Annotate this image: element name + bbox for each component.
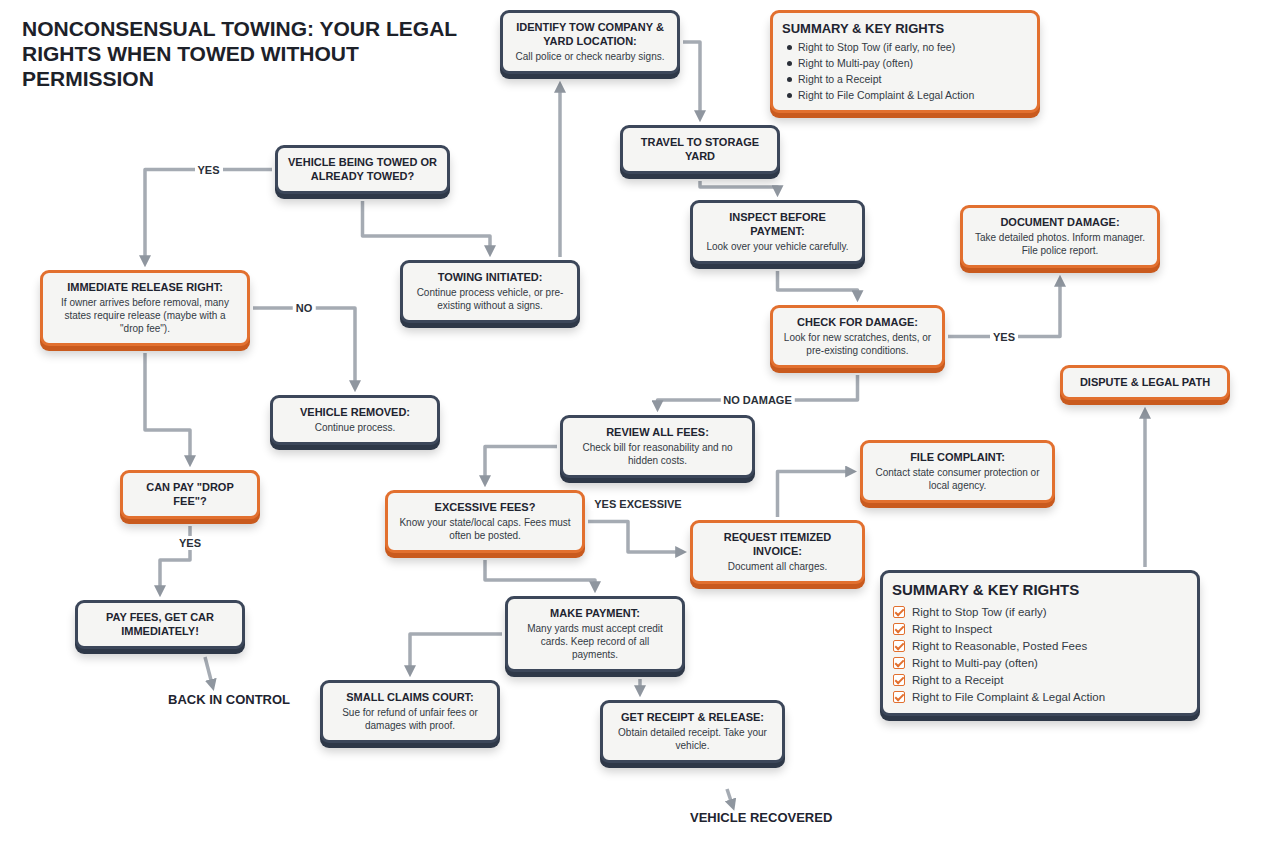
- box-body: Sue for refund of unfair fees or damages…: [332, 706, 488, 732]
- box-body: Contact state consumer protection or loc…: [872, 466, 1043, 492]
- box-body: If owner arrives before removal, many st…: [52, 296, 238, 335]
- highlight-step-box: CHECK FOR DAMAGE: Look for new scratches,…: [770, 305, 945, 368]
- box-body: Take detailed photos. Inform manager. Fi…: [972, 231, 1148, 257]
- step-box: PAY FEES, GET CAR IMMEDIATELY!: [75, 600, 245, 649]
- terminal-arrow: [727, 789, 732, 804]
- edge-label: NO: [293, 301, 316, 315]
- box-heading: DISPUTE & LEGAL PATH: [1072, 375, 1218, 389]
- box-heading: TRAVEL TO STORAGE YARD: [632, 135, 768, 163]
- flow-connector: [558, 88, 562, 257]
- flow-connector: [683, 42, 700, 115]
- edge-label: YES: [194, 163, 222, 177]
- box-heading: SUMMARY & KEY RIGHTS: [892, 580, 1188, 599]
- box-heading: VEHICLE REMOVED:: [282, 405, 428, 419]
- box-heading: REQUEST ITEMIZED INVOICE:: [702, 530, 853, 558]
- step-box: REVIEW ALL FEES: Check bill for reasonabi…: [560, 415, 755, 478]
- box-body: Know your state/local caps. Fees must of…: [397, 516, 573, 542]
- highlight-step-box: REQUEST ITEMIZED INVOICE: Document all ch…: [690, 520, 865, 584]
- flow-connector: [485, 560, 595, 586]
- flow-connector: [1143, 414, 1147, 567]
- step-box: GET RECEIPT & RELEASE: Obtain detailed re…: [600, 700, 785, 763]
- rights-item: Right to Reasonable, Posted Fees: [892, 638, 1188, 654]
- highlight-step-box: IMMEDIATE RELEASE RIGHT: If owner arrives…: [40, 270, 250, 346]
- highlight-step-box: EXCESSIVE FEES? Know your state/local cap…: [385, 490, 585, 553]
- rights-item: Right to Multi-pay (often): [892, 655, 1188, 671]
- edge-label: YES: [990, 330, 1018, 344]
- box-heading: INSPECT BEFORE PAYMENT:: [702, 210, 853, 238]
- flow-connector: [253, 308, 355, 385]
- box-heading: VEHICLE BEING TOWED OR ALREADY TOWED?: [287, 155, 438, 183]
- box-body: Continue process.: [282, 421, 428, 434]
- step-box: VEHICLE REMOVED: Continue process.: [270, 395, 440, 445]
- box-body: Many yards must accept credit cards. Kee…: [517, 622, 673, 661]
- terminal-arrow: [205, 657, 212, 684]
- box-heading: IMMEDIATE RELEASE RIGHT:: [52, 280, 238, 294]
- flow-connector: [363, 201, 491, 250]
- box-heading: SUMMARY & KEY RIGHTS: [782, 20, 1028, 37]
- flow-connector: [485, 447, 557, 481]
- box-heading: DOCUMENT DAMAGE:: [972, 215, 1148, 229]
- rights-item: Right to Inspect: [892, 621, 1188, 637]
- highlight-step-box: CAN PAY "DROP FEE"?: [120, 470, 260, 519]
- summary-panel: SUMMARY & KEY RIGHTS Right to Stop Tow (i…: [770, 10, 1040, 113]
- highlight-step-box: FILE COMPLAINT: Contact state consumer pr…: [860, 440, 1055, 503]
- edge-label: YES: [176, 536, 204, 550]
- box-heading: SMALL CLAIMS COURT:: [332, 690, 488, 704]
- box-heading: REVIEW ALL FEES:: [572, 425, 743, 439]
- terminal-label: BACK IN CONTROL: [168, 692, 290, 708]
- box-body: Document all charges.: [702, 560, 853, 573]
- box-body: Look over your vehicle carefully.: [702, 240, 853, 253]
- rights-item: Right to Stop Tow (if early): [892, 604, 1188, 620]
- highlight-step-box: DISPUTE & LEGAL PATH: [1060, 365, 1230, 400]
- box-heading: EXCESSIVE FEES?: [397, 500, 573, 514]
- step-box: VEHICLE BEING TOWED OR ALREADY TOWED?: [275, 145, 450, 194]
- rights-item: Right to File Complaint & Legal Action: [782, 88, 1028, 102]
- box-heading: MAKE PAYMENT:: [517, 606, 673, 620]
- summary-panel: SUMMARY & KEY RIGHTS Right to Stop Tow (i…: [880, 570, 1200, 716]
- box-heading: GET RECEIPT & RELEASE:: [612, 710, 773, 724]
- box-heading: TOWING INITIATED:: [412, 270, 568, 284]
- box-body: Continue process vehicle, or pre-existin…: [412, 286, 568, 312]
- box-heading: CAN PAY "DROP FEE"?: [132, 480, 248, 508]
- step-box: MAKE PAYMENT: Many yards must accept cred…: [505, 596, 685, 672]
- flow-connector: [638, 679, 642, 690]
- box-heading: IDENTIFY TOW COMPANY & YARD LOCATION:: [512, 20, 668, 48]
- box-body: Obtain detailed receipt. Take your vehic…: [612, 726, 773, 752]
- flow-connector: [588, 522, 680, 553]
- step-box: TRAVEL TO STORAGE YARD: [620, 125, 780, 174]
- terminal-label: VEHICLE RECOVERED: [690, 810, 832, 826]
- flow-connector: [145, 353, 190, 460]
- highlight-step-box: DOCUMENT DAMAGE: Take detailed photos. In…: [960, 205, 1160, 268]
- box-heading: CHECK FOR DAMAGE:: [782, 315, 933, 329]
- box-body: Check bill for reasonability and no hidd…: [572, 441, 743, 467]
- rights-item: Right to a Receipt: [782, 72, 1028, 86]
- flow-connector: [948, 282, 1060, 337]
- box-heading: PAY FEES, GET CAR IMMEDIATELY!: [87, 610, 233, 638]
- flow-connector: [778, 271, 858, 295]
- edge-label: YES EXCESSIVE: [591, 497, 684, 511]
- rights-item: Right to File Complaint & Legal Action: [892, 689, 1188, 705]
- diagram-title: NONCONSENSUAL TOWING: YOUR LEGAL RIGHTS …: [22, 16, 462, 91]
- rights-item: Right to Stop Tow (if early, no fee): [782, 40, 1028, 54]
- rights-item: Right to a Receipt: [892, 672, 1188, 688]
- box-heading: FILE COMPLAINT:: [872, 450, 1043, 464]
- box-body: Call police or check nearby signs.: [512, 50, 668, 63]
- flow-connector: [778, 472, 851, 518]
- flow-connector: [700, 181, 778, 190]
- step-box: TOWING INITIATED: Continue process vehicl…: [400, 260, 580, 323]
- flow-connector: [145, 170, 272, 261]
- step-box: SMALL CLAIMS COURT: Sue for refund of unf…: [320, 680, 500, 743]
- flow-connector: [410, 634, 502, 670]
- step-box: IDENTIFY TOW COMPANY & YARD LOCATION: Cal…: [500, 10, 680, 74]
- box-body: Look for new scratches, dents, or pre-ex…: [782, 331, 933, 357]
- rights-item: Right to Multi-pay (often): [782, 56, 1028, 70]
- edge-label: NO DAMAGE: [720, 393, 794, 407]
- step-box: INSPECT BEFORE PAYMENT: Look over your ve…: [690, 200, 865, 264]
